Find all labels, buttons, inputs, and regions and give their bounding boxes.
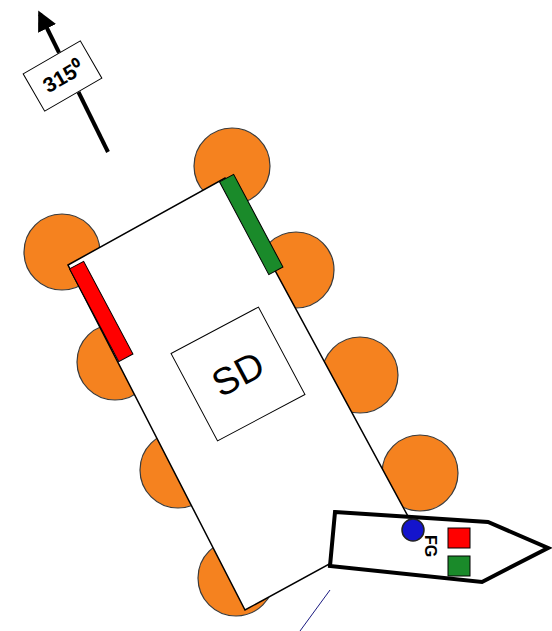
starboard-light	[220, 174, 283, 274]
node-text: FG	[420, 535, 438, 557]
heading-label: 315⁰	[22, 40, 102, 112]
node-text: SD	[205, 343, 272, 406]
tow-line	[300, 590, 330, 631]
starboard-light	[448, 556, 470, 576]
contact-point	[402, 519, 424, 541]
port-light	[448, 528, 470, 548]
port-light	[70, 261, 133, 361]
boat-name: FG	[417, 531, 441, 562]
boat-hull	[330, 512, 548, 582]
